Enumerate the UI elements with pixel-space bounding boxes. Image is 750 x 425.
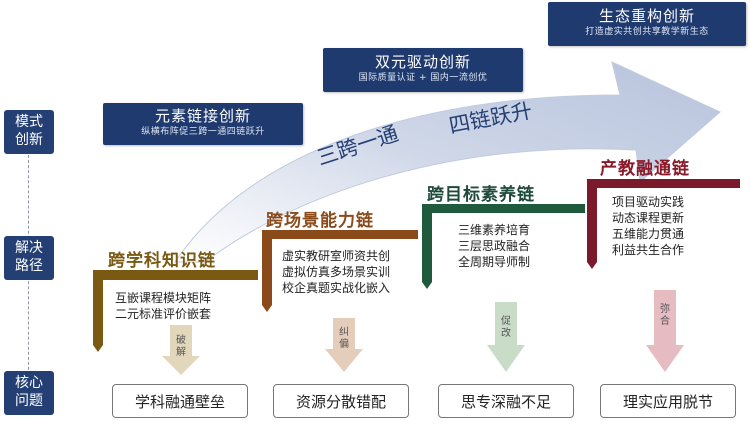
bracket-chain-2 — [262, 230, 418, 305]
chain-3-line-2: 三层思政融合 — [458, 239, 531, 253]
side-label-issue: 核心 问题 — [4, 371, 54, 415]
banner-dual-drive-subtitle: 国际质量认证 + 国内一流创优 — [358, 73, 488, 83]
chain-4-line-2: 动态课程更新 — [612, 211, 685, 225]
chain-4-line-1: 项目驱动实践 — [612, 195, 685, 209]
problem-box-2: 资源分散错配 — [273, 384, 409, 418]
banner-dual-drive-title: 双元驱动创新 — [374, 53, 471, 71]
down-arrow-2 — [325, 318, 363, 372]
chain-3-desc: 三维素养培育 三层思政融合 全周期导师制 — [458, 222, 530, 270]
side-label-path: 解决 路径 — [4, 236, 54, 280]
bracket-chain-1 — [93, 270, 258, 345]
banner-element-link-title: 元素链接创新 — [154, 107, 251, 125]
banner-ecosystem-subtitle: 打造虚实共创共享教学新生态 — [585, 27, 709, 37]
action-label-4: 弥 合 — [660, 304, 670, 327]
chain-4-title: 产教融通链 — [600, 159, 690, 179]
chain-3-line-1: 三维素养培育 — [458, 223, 531, 237]
chain-2-line-3: 校企真题实战化嵌入 — [282, 281, 391, 295]
problem-box-3: 思专深融不足 — [438, 384, 574, 418]
bracket-chain-3-tip — [422, 282, 432, 289]
chain-1-desc: 互嵌课程模块矩阵 二元标准评价嵌套 — [115, 290, 211, 322]
side-label-mode: 模式 创新 — [4, 110, 54, 154]
chain-3-title: 跨目标素养链 — [427, 185, 535, 205]
chain-1-title: 跨学科知识链 — [108, 251, 216, 271]
side-label-issue-text: 核心 问题 — [15, 375, 43, 409]
chain-2-title: 跨场景能力链 — [266, 211, 374, 231]
chain-4-line-4: 利益共生合作 — [612, 243, 685, 257]
chain-4-line-3: 五维能力贯通 — [612, 227, 685, 241]
problem-box-1: 学科融通壁垒 — [112, 384, 248, 418]
banner-ecosystem-title: 生态重构创新 — [598, 7, 695, 25]
banner-dual-drive: 双元驱动创新 国际质量认证 + 国内一流创优 — [323, 48, 523, 92]
down-arrow-1 — [162, 325, 200, 375]
action-label-1: 破 解 — [176, 335, 186, 358]
side-label-path-text: 解决 路径 — [15, 240, 43, 274]
chain-2-line-2: 虚拟仿真多场景实训 — [282, 265, 391, 279]
bracket-chain-3 — [422, 204, 585, 282]
down-arrow-4 — [646, 290, 684, 372]
action-label-3: 促 改 — [501, 316, 511, 339]
banner-element-link-subtitle: 纵横布阵促三跨一通四链跃升 — [141, 127, 265, 137]
bracket-chain-1-tip — [93, 345, 103, 352]
chain-1-line-2: 二元标准评价嵌套 — [115, 307, 212, 321]
side-label-mode-text: 模式 创新 — [15, 114, 43, 148]
banner-element-link: 元素链接创新 纵横布阵促三跨一通四链跃升 — [103, 103, 303, 145]
chain-3-line-3: 全周期导师制 — [458, 255, 531, 269]
bracket-chain-4-tip — [587, 262, 597, 269]
chain-2-desc: 虚实教研室师资共创 虚拟仿真多场景实训 校企真题实战化嵌入 — [282, 248, 390, 296]
bracket-chain-4 — [587, 179, 740, 262]
chain-4-desc: 项目驱动实践 动态课程更新 五维能力贯通 利益共生合作 — [612, 194, 684, 258]
chain-1-line-1: 互嵌课程模块矩阵 — [115, 291, 212, 305]
problem-box-4: 理实应用脱节 — [600, 384, 736, 418]
bracket-chain-2-tip — [262, 305, 272, 312]
banner-ecosystem: 生态重构创新 打造虚实共创共享教学新生态 — [548, 2, 746, 46]
down-arrow-3 — [487, 302, 525, 372]
action-label-2: 纠 偏 — [339, 327, 349, 350]
chain-2-line-1: 虚实教研室师资共创 — [282, 249, 391, 263]
